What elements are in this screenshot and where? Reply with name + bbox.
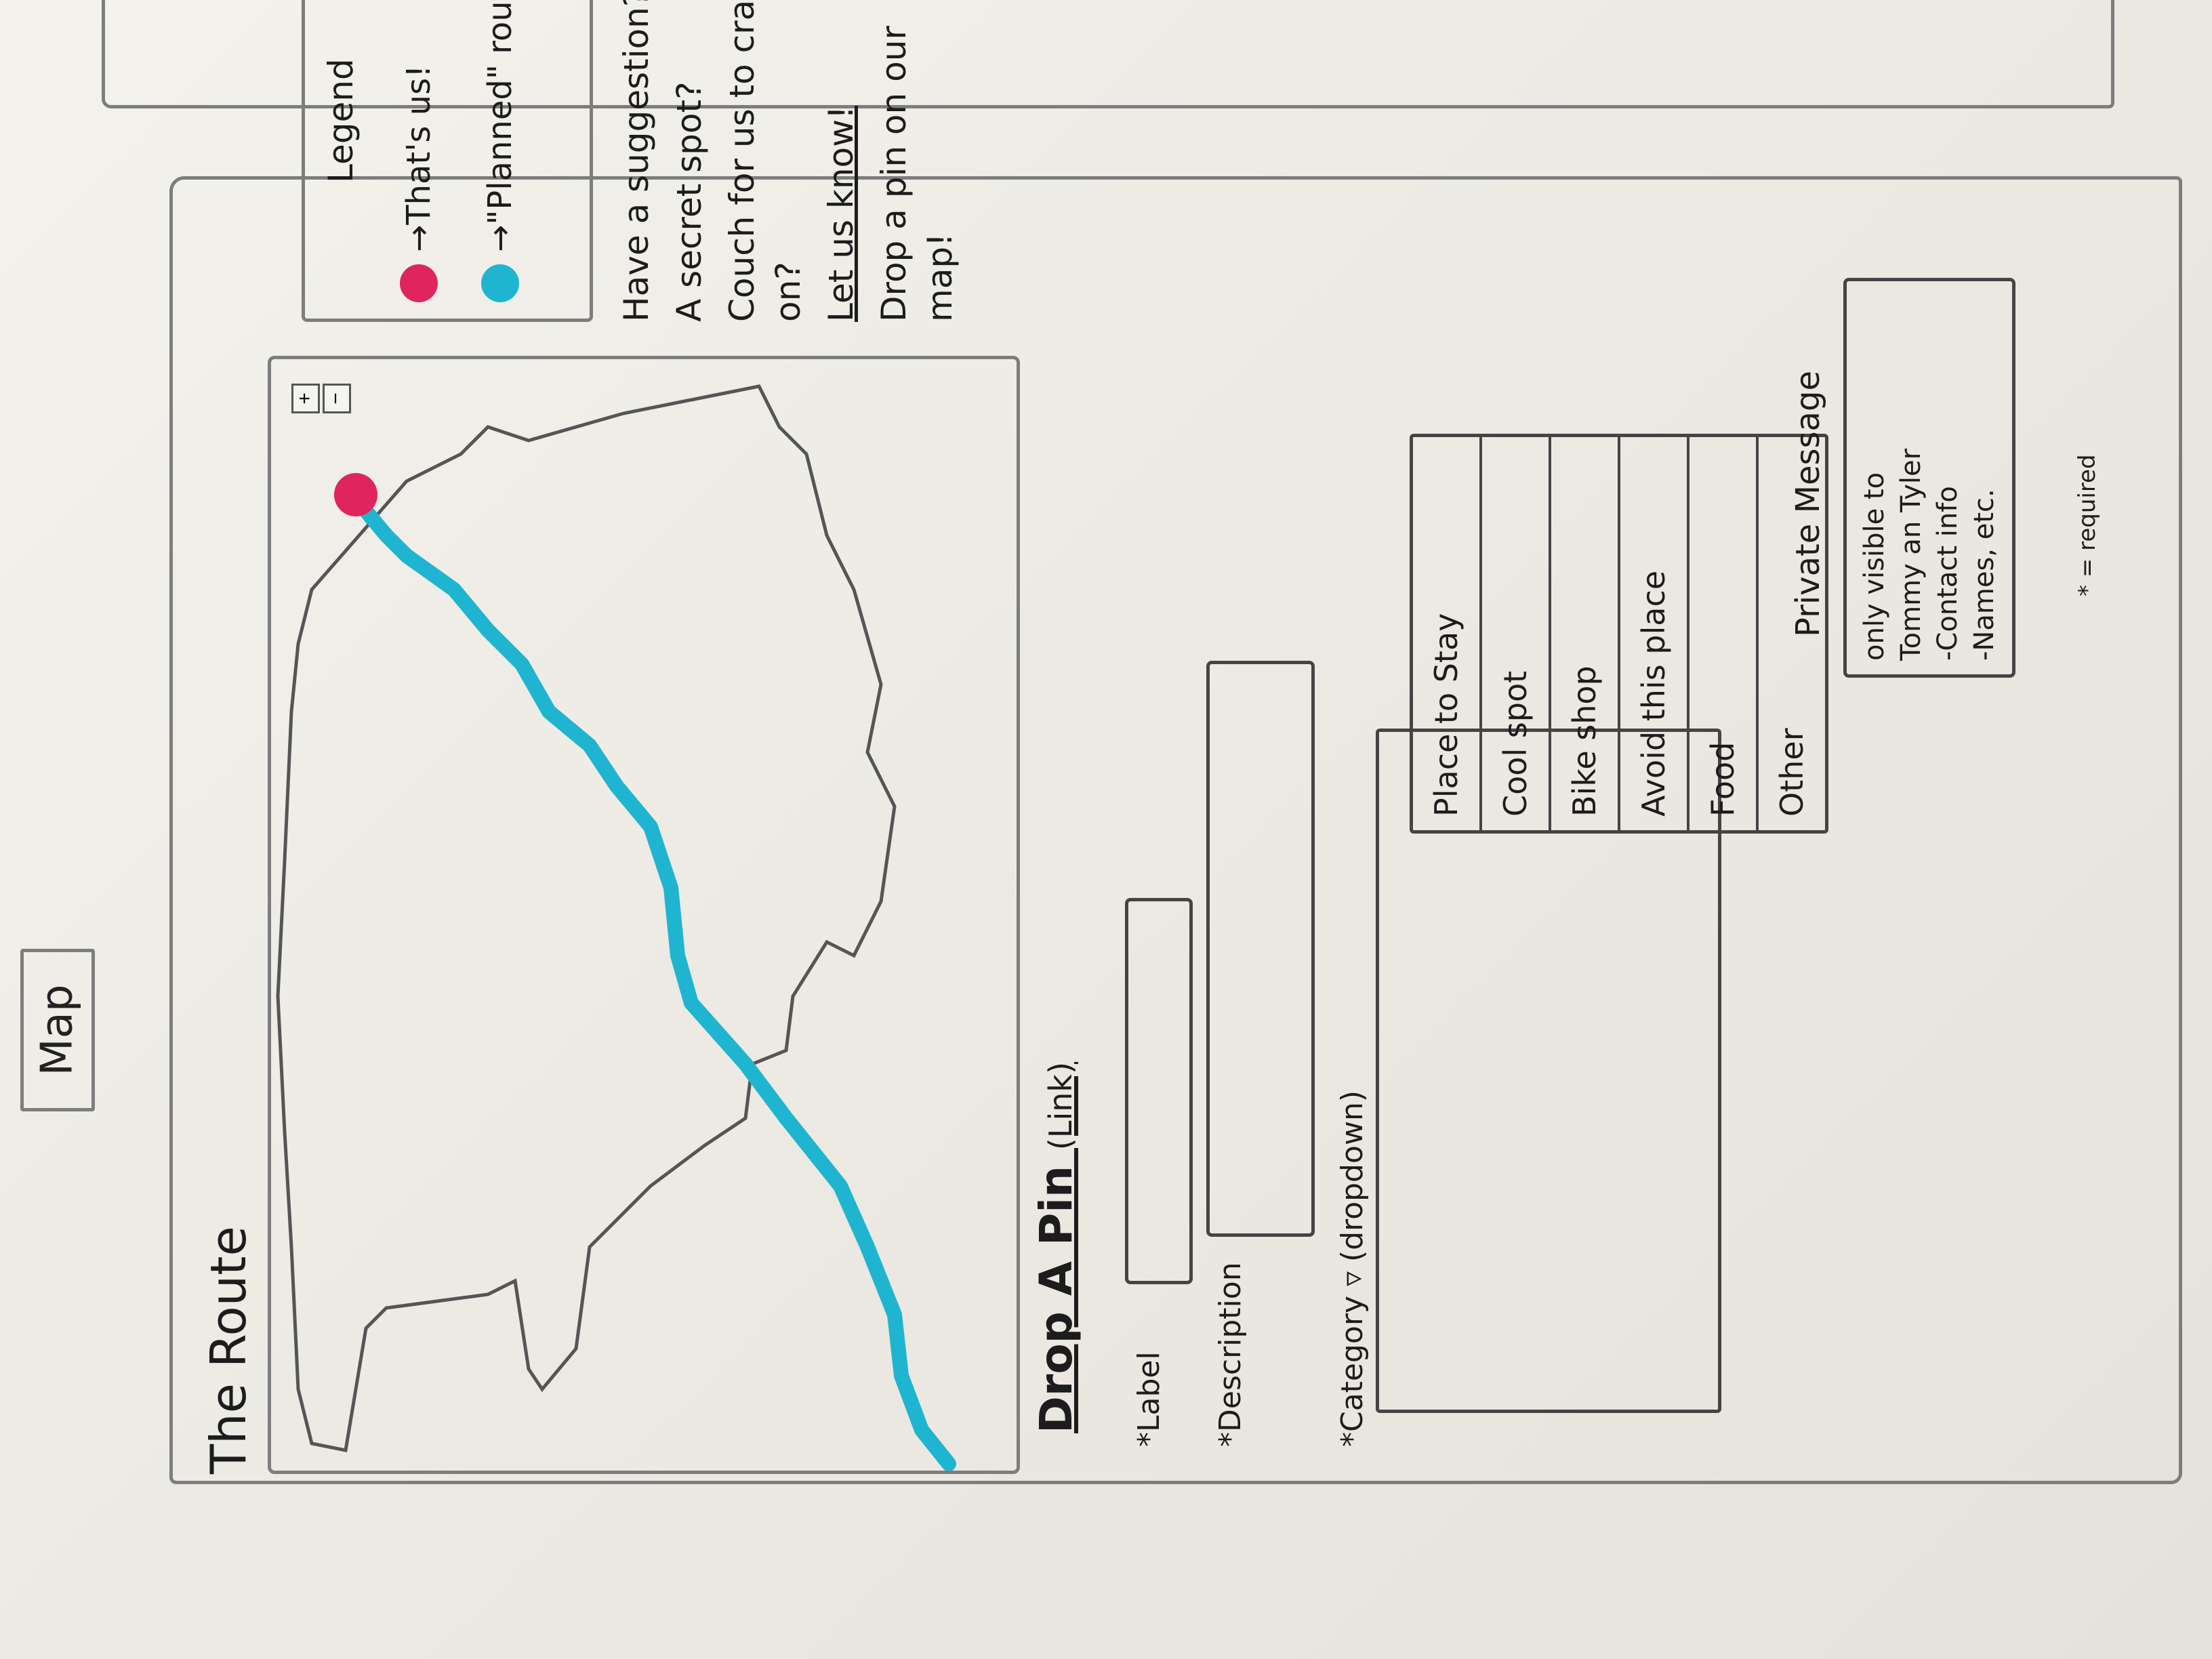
suggestion-line: Drop a pin on our map! <box>874 26 960 322</box>
legend-item-route: →"Planned" route <box>481 0 519 302</box>
sketch-content: The Route + − Legend →That's us! →"Plann… <box>173 0 2172 1474</box>
legend-item-us: →That's us! <box>400 65 438 302</box>
page-frame <box>169 176 2182 1484</box>
route-title: The Route <box>200 1226 257 1474</box>
private-note-line: -Contact info <box>1932 486 1963 661</box>
suggestion-text: Have a suggestion? A secret spot? Couch … <box>613 0 970 322</box>
description-field-label: *Description <box>1213 1262 1248 1447</box>
category-options-rotated: Place to Stay Cool spot Bike shop Avoid … <box>1410 427 1830 834</box>
private-message-label: Private Message <box>1789 371 1827 637</box>
label-field-label: *Label <box>1132 1351 1166 1447</box>
drop-pin-link-note: (Link) <box>1042 1061 1079 1151</box>
zoom-controls: + − <box>291 384 351 413</box>
pink-dot-icon <box>400 264 438 302</box>
category-option[interactable]: Place to Stay <box>1413 437 1482 830</box>
suggestion-line: A secret spot? <box>670 81 709 322</box>
description-input[interactable] <box>1206 661 1315 1237</box>
map-panel[interactable]: + − <box>268 356 1020 1474</box>
drop-pin-title: Drop A Pin <box>1030 1166 1082 1433</box>
planned-route-line <box>345 487 956 1471</box>
private-note-line: only visible to <box>1859 472 1890 661</box>
category-option[interactable]: Food <box>1689 437 1759 830</box>
required-note: * = required <box>2074 454 2101 596</box>
category-option[interactable]: Avoid this place <box>1620 437 1689 830</box>
suggestion-line: Couch for us to crash on? <box>722 0 808 322</box>
that-is-us-marker <box>334 473 377 516</box>
legend: Legend →That's us! →"Planned" route <box>302 0 593 322</box>
suggestion-line: Have a suggestion? <box>617 0 656 322</box>
zoom-in-button[interactable]: + <box>291 384 320 413</box>
zoom-out-button[interactable]: − <box>323 384 351 413</box>
drop-pin-link[interactable]: Drop A Pin (Link) <box>1030 1062 1082 1433</box>
private-message-box[interactable]: only visible to Tommy an Tyler -Contact … <box>1843 278 2015 678</box>
previous-page-edge <box>102 0 2114 108</box>
legend-item-label: →That's us! <box>400 64 438 252</box>
route-map <box>276 384 956 1471</box>
legend-item-label: →"Planned" route <box>481 0 519 252</box>
private-message-rotated: Private Message only visible to Tommy an… <box>1789 258 2169 678</box>
blue-dot-icon <box>481 264 519 302</box>
tab-map-label: Map <box>33 984 83 1076</box>
category-options: Place to Stay Cool spot Bike shop Avoid … <box>1410 434 1828 834</box>
suggestion-line: Let us know! <box>821 105 861 322</box>
private-note-line: -Names, etc. <box>1969 489 2000 661</box>
map-landmass <box>276 384 897 1452</box>
category-option[interactable]: Bike shop <box>1551 437 1620 830</box>
private-note-line: Tommy an Tyler <box>1896 448 1927 661</box>
label-input[interactable] <box>1125 898 1193 1284</box>
tab-map[interactable]: Map <box>20 949 95 1111</box>
legend-title: Legend <box>321 58 361 183</box>
category-option[interactable]: Cool spot <box>1482 437 1551 830</box>
category-field-label: *Category ▿ (dropdown) <box>1335 1090 1370 1447</box>
